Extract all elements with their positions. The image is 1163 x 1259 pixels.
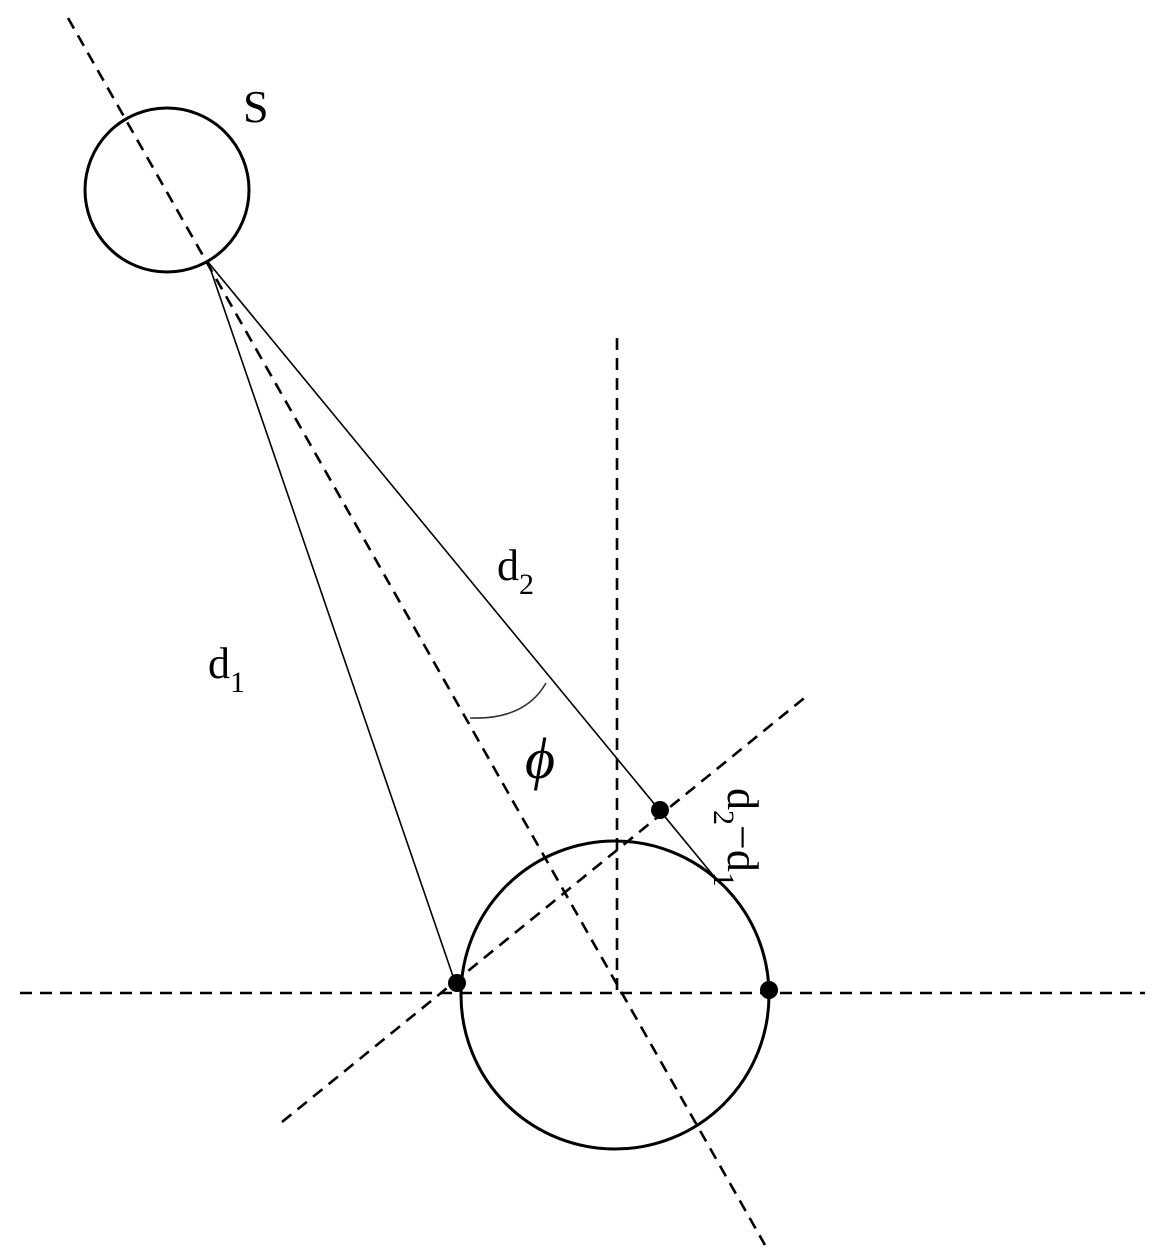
svg-text:d2−d1: d2−d1 <box>707 788 767 887</box>
line-d2 <box>207 261 718 881</box>
path-difference-dot <box>651 801 669 819</box>
path-difference-label: d2−d1 <box>707 788 767 887</box>
right-intersection-dot <box>760 981 778 999</box>
receiver-circle <box>459 839 771 1151</box>
phi-label: ϕ <box>525 726 555 791</box>
source-circle <box>83 106 251 274</box>
d2-label: d2 <box>497 541 534 601</box>
tilted-baseline <box>281 693 809 1124</box>
d1-label: d1 <box>208 639 245 699</box>
source-label: S <box>243 81 269 132</box>
left-intersection-dot <box>448 974 466 992</box>
source-center-line <box>66 17 767 1246</box>
line-d1 <box>207 261 457 986</box>
angle-phi-arc <box>469 682 547 719</box>
